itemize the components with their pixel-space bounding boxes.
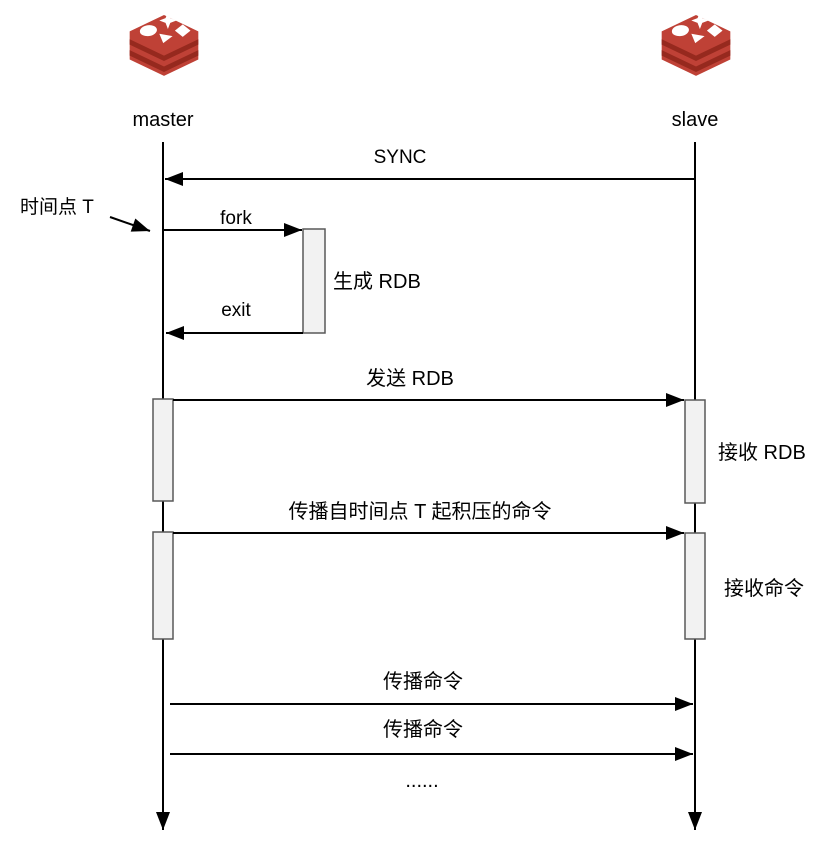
annotation-generate-rdb: 生成 RDB	[333, 271, 421, 293]
message-label-sync: SYNC	[373, 147, 427, 168]
message-label-fork: fork	[220, 208, 252, 229]
fork-activation-box	[302, 228, 326, 334]
slave-activation-rdb	[684, 399, 706, 504]
message-label-propagate-cmd-2: 传播命令	[383, 719, 463, 741]
message-label-propagate-cmd-1: 传播命令	[383, 671, 463, 693]
time-point-annotation-arrow	[109, 216, 151, 232]
message-label-propagate-backlog: 传播自时间点 T 起积压的命令	[288, 501, 552, 523]
master-activation-rdb	[152, 398, 174, 502]
actor-label-master: master	[132, 109, 194, 131]
message-label-exit: exit	[221, 300, 251, 321]
annotation-receive-cmd: 接收命令	[724, 578, 804, 600]
annotation-time-point: 时间点 T	[20, 197, 94, 218]
redis-icon-master	[129, 11, 199, 76]
message-label-send-rdb: 发送 RDB	[366, 368, 454, 390]
ellipsis-label: ......	[405, 770, 439, 792]
redis-icon-slave	[661, 11, 731, 76]
master-activation-backlog	[152, 531, 174, 640]
actor-label-slave: slave	[671, 109, 719, 131]
slave-activation-backlog	[684, 532, 706, 640]
annotation-receive-rdb: 接收 RDB	[718, 442, 806, 464]
